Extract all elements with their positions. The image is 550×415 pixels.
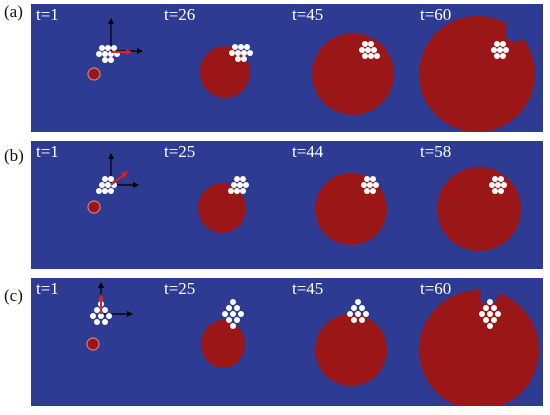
panel-c-4: t=60 bbox=[415, 278, 543, 406]
row-label-b: (b) bbox=[4, 146, 24, 165]
droplet-seed bbox=[87, 67, 101, 81]
particle-cluster bbox=[228, 176, 249, 194]
panel-b-2-graphic bbox=[198, 176, 249, 233]
particle-cluster bbox=[359, 41, 380, 59]
droplet bbox=[419, 16, 535, 132]
panel-a-4-graphic bbox=[419, 16, 535, 132]
droplet-notch bbox=[505, 22, 525, 42]
panel-a-1: t=1 bbox=[31, 4, 159, 132]
row-label-a: (a) bbox=[4, 2, 23, 21]
panel-a-3-graphic bbox=[312, 33, 394, 115]
time-label: t=1 bbox=[36, 142, 59, 161]
panel-b-2: t=25 bbox=[159, 141, 287, 269]
droplet bbox=[437, 167, 521, 251]
velocity-arrow bbox=[110, 173, 126, 186]
particle-cluster bbox=[479, 299, 501, 329]
panel-b-3: t=44 bbox=[287, 141, 415, 269]
time-label: t=44 bbox=[292, 142, 324, 161]
time-label: t=60 bbox=[420, 279, 452, 298]
droplet bbox=[198, 183, 246, 233]
droplet bbox=[315, 314, 387, 386]
y-axis-arrowhead bbox=[108, 153, 114, 159]
time-label: t=25 bbox=[164, 142, 196, 161]
time-label: t=45 bbox=[292, 279, 324, 298]
droplet-seed bbox=[86, 337, 100, 351]
droplet-seed bbox=[87, 200, 101, 214]
panel-b-4: t=58 bbox=[415, 141, 543, 269]
y-axis-arrowhead bbox=[98, 282, 104, 288]
particle-cluster bbox=[96, 45, 120, 63]
panel-b-1-graphic bbox=[87, 153, 139, 214]
x-axis-arrowhead bbox=[137, 48, 143, 54]
panel-c-4-graphic bbox=[419, 287, 539, 406]
panel-c-1: t=1 bbox=[31, 278, 159, 406]
droplet bbox=[201, 320, 245, 368]
panel-a-1-graphic bbox=[87, 18, 143, 81]
velocity-arrowhead bbox=[121, 171, 128, 178]
time-label: t=45 bbox=[292, 5, 324, 24]
particle-cluster bbox=[96, 176, 117, 194]
panel-a-2-graphic bbox=[200, 44, 253, 98]
time-label: t=1 bbox=[36, 5, 59, 24]
panel-a-3: t=45 bbox=[287, 4, 415, 132]
time-label: t=1 bbox=[36, 279, 59, 298]
particle-cluster bbox=[222, 299, 244, 329]
panel-c-1-graphic bbox=[86, 282, 133, 351]
time-label: t=58 bbox=[420, 142, 452, 161]
velocity-arrowhead bbox=[98, 294, 104, 300]
panel-b-4-graphic bbox=[437, 163, 521, 251]
particle-cluster bbox=[229, 44, 253, 62]
droplet-notch bbox=[503, 163, 519, 179]
panel-c-3-graphic bbox=[315, 299, 387, 386]
panel-c-2: t=25 bbox=[159, 278, 287, 406]
particle-cluster bbox=[361, 176, 379, 194]
particle-cluster bbox=[489, 176, 507, 194]
time-label: t=60 bbox=[420, 5, 452, 24]
panel-a-2: t=26 bbox=[159, 4, 287, 132]
panel-b-1: t=1 bbox=[31, 141, 159, 269]
x-axis-arrowhead bbox=[127, 311, 133, 317]
x-axis-arrowhead bbox=[133, 182, 139, 188]
droplet bbox=[312, 33, 394, 115]
time-label: t=25 bbox=[164, 279, 196, 298]
velocity-arrowhead bbox=[126, 49, 132, 55]
particle-cluster bbox=[347, 299, 369, 323]
row-label-c: (c) bbox=[4, 286, 23, 305]
droplet bbox=[419, 290, 539, 406]
particle-cluster bbox=[491, 41, 509, 59]
time-label: t=26 bbox=[164, 5, 196, 24]
panel-a-4: t=60 bbox=[415, 4, 543, 132]
droplet-notch bbox=[480, 287, 498, 305]
y-axis-arrowhead bbox=[108, 18, 114, 24]
panel-c-2-graphic bbox=[201, 299, 245, 368]
panel-b-3-graphic bbox=[315, 173, 387, 245]
panel-c-3: t=45 bbox=[287, 278, 415, 406]
